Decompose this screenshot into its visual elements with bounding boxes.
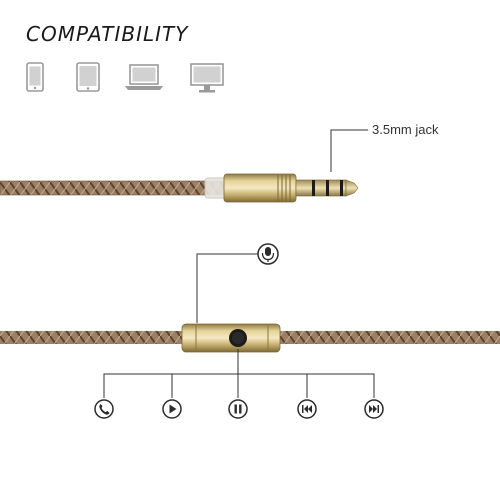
play-icon xyxy=(162,399,182,419)
mic-callout-line xyxy=(196,253,258,323)
lower-cable xyxy=(0,331,500,344)
smartphone-icon xyxy=(26,62,44,92)
compatibility-title: COMPATIBILITY xyxy=(26,22,189,46)
laptop-icon xyxy=(125,64,163,90)
upper-cable xyxy=(0,177,228,199)
jack-label: 3.5mm jack xyxy=(372,122,439,137)
microphone-icon xyxy=(257,243,279,265)
next-track-icon xyxy=(364,399,384,419)
tablet-icon xyxy=(76,62,100,92)
audio-jack-plug xyxy=(223,173,359,203)
previous-track-icon xyxy=(297,399,317,419)
inline-remote xyxy=(181,323,281,353)
jack-callout-line xyxy=(330,129,368,172)
control-callout-lines xyxy=(103,349,375,398)
desktop-monitor-icon xyxy=(190,63,224,93)
phone-icon xyxy=(94,399,114,419)
device-icons-row xyxy=(26,62,226,102)
pause-icon xyxy=(228,399,248,419)
